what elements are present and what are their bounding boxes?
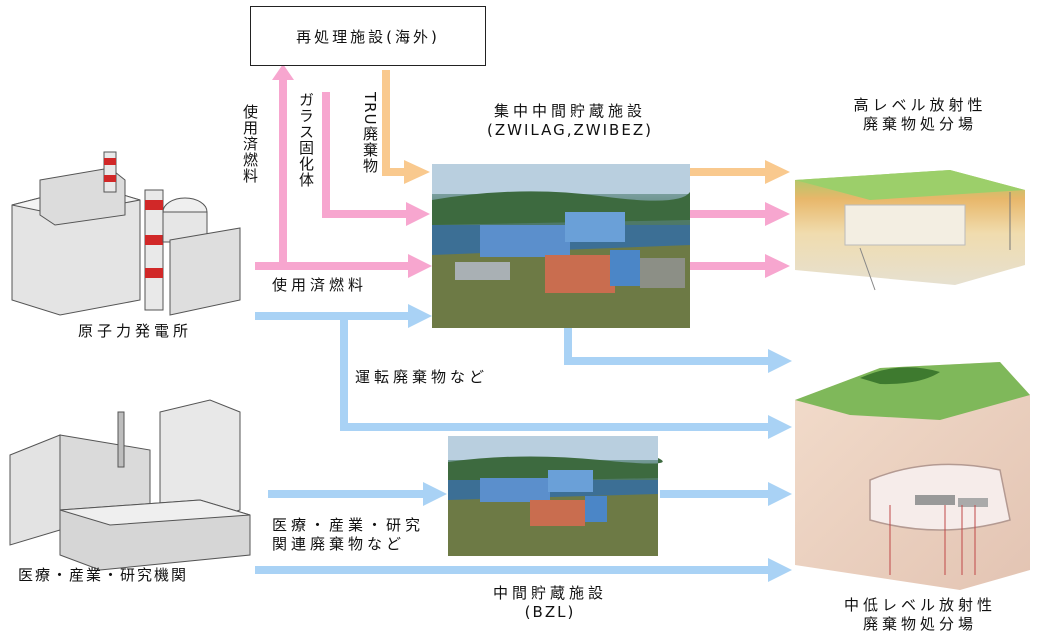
arrowhead-tru-hlw (765, 160, 790, 184)
llw-repository-illustration (795, 362, 1030, 590)
low-level-arrows (255, 312, 770, 574)
institutions-label: 医療・産業・研究機関 (18, 566, 189, 584)
spent-fuel-vertical-label: 使用済燃料 (241, 104, 259, 184)
tru-arrows (382, 70, 765, 176)
hlw-repository-illustration (795, 170, 1025, 291)
operational-to-llw (340, 316, 770, 431)
tru-line (382, 70, 406, 176)
nuclear-plant-illustration (11, 151, 241, 316)
central-to-llw (564, 328, 770, 365)
llw-line2: 廃棄物処分場 (862, 614, 977, 633)
arrowhead-vitrified (406, 202, 430, 226)
arrowhead-bzl (423, 482, 447, 506)
operational-waste-label: 運転廃棄物など (355, 368, 489, 386)
bzl-subtitle: (BZL) (524, 602, 576, 621)
bzl-label: 中間貯蔵施設 (BZL) (440, 584, 660, 622)
arrowhead-operational (408, 304, 432, 328)
hlw-line2: 廃棄物処分場 (862, 114, 977, 133)
tru-label: TRU廃棄物 (361, 92, 379, 174)
central-storage-photo (432, 164, 690, 328)
hlw-repository-label: 高レベル放射性 廃棄物処分場 (820, 96, 1020, 134)
npp-label: 原子力発電所 (78, 322, 193, 340)
arrowhead-llw-1 (768, 415, 792, 439)
arrowhead-llw-4 (768, 558, 792, 582)
arrowhead-llw-2 (768, 349, 792, 373)
llw-repository-label: 中低レベル放射性 廃棄物処分場 (810, 596, 1030, 634)
institution-illustration (9, 399, 251, 571)
arrowhead-spent-fuel (408, 254, 432, 278)
vitrified-label: ガラス固化体 (297, 92, 315, 188)
arrowhead-llw-3 (768, 482, 792, 506)
arrowhead-up (272, 64, 294, 80)
llw-line1: 中低レベル放射性 (843, 596, 996, 614)
central-storage-name: 集中中間貯蔵施設 (493, 102, 646, 120)
arrowhead-hlw-2 (765, 254, 790, 278)
medical-line2: 関連廃棄物など (272, 534, 406, 553)
central-storage-title: 集中中間貯蔵施設 (ZWILAG,ZWIBEZ) (470, 102, 670, 140)
arrowhead-tru (404, 160, 430, 184)
hlw-line1: 高レベル放射性 (853, 96, 987, 114)
central-storage-subtitle: (ZWILAG,ZWIBEZ) (487, 120, 653, 139)
reprocessing-facility-box: 再処理施設(海外) (250, 6, 486, 66)
vitrified-line (322, 92, 408, 218)
medical-line1: 医療・産業・研究 (272, 516, 425, 534)
spent-fuel-arrows (255, 80, 765, 270)
medical-waste-label: 医療・産業・研究 関連廃棄物など (272, 516, 424, 554)
reprocessing-label: 再処理施設(海外) (296, 27, 440, 46)
bzl-title: 中間貯蔵施設 (492, 584, 607, 602)
arrowhead-hlw-1 (765, 202, 790, 226)
spent-fuel-label: 使用済燃料 (272, 276, 368, 294)
bzl-photo (448, 436, 663, 556)
